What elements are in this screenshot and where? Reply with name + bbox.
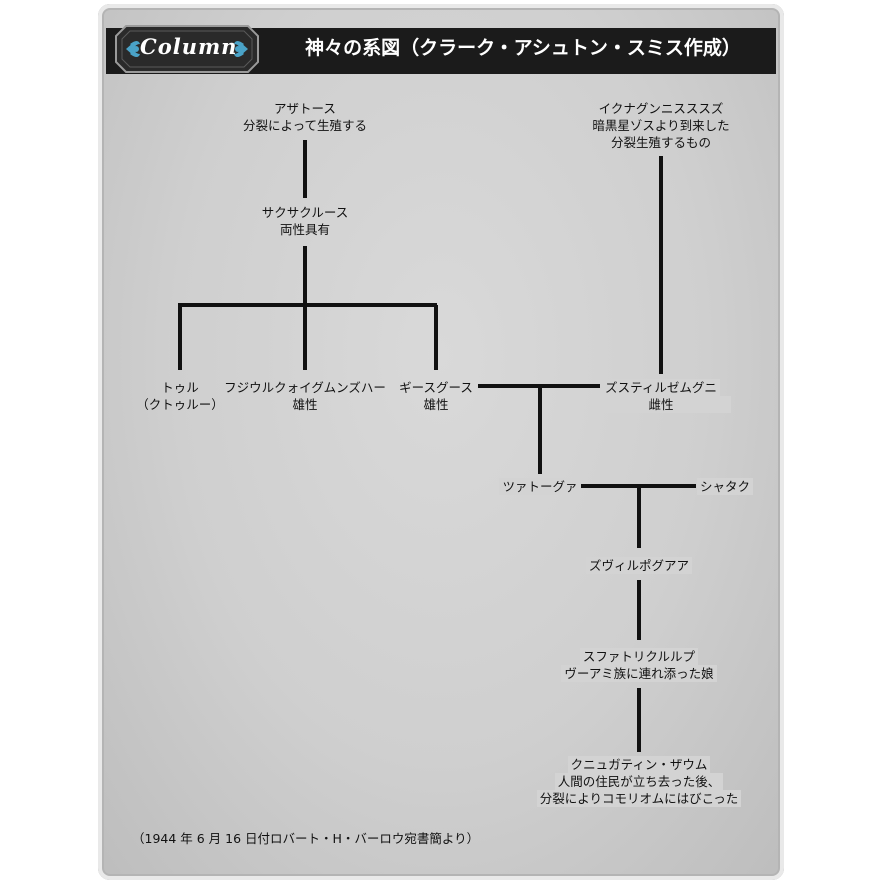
- fleur-right-icon: [234, 41, 248, 57]
- node-name: イクナグンニスススズ: [598, 101, 724, 116]
- node-name: ズスティルゼムグニ: [602, 379, 720, 396]
- node-name: ズヴィルポグアア: [585, 557, 692, 574]
- node-name: トゥル: [161, 380, 199, 395]
- node-cthulhu: トゥル （クトゥルー）: [130, 379, 230, 413]
- node-shathak: シャタク: [690, 478, 760, 495]
- node-zstylzhemgni: ズスティルゼムグニ 雌性: [591, 379, 731, 413]
- column-label: Column: [140, 34, 238, 59]
- node-name: ツァトーグァ: [499, 478, 581, 495]
- node-name: シャタク: [696, 478, 753, 495]
- node-ycnagnnisssz: イクナグンニスススズ 暗黒星ゾスより到来した 分裂生殖するもの: [576, 100, 746, 151]
- node-desc: 分裂生殖するもの: [610, 135, 711, 150]
- node-desc: （クトゥルー）: [136, 397, 224, 412]
- node-desc: 暗黒星ゾスより到来した: [592, 118, 730, 133]
- node-desc: 雄性: [292, 397, 318, 412]
- fleur-left-icon: [126, 41, 140, 57]
- node-name: クニュガティン・ザウム: [567, 756, 711, 773]
- node-desc: ヴーアミ族に連れ添った娘: [561, 665, 717, 682]
- column-badge: [115, 25, 259, 73]
- node-desc: 人間の住民が立ち去った後、: [554, 773, 724, 790]
- node-desc: 分裂によって生殖する: [242, 118, 367, 133]
- node-zvilpogghua: ズヴィルポグアア: [579, 557, 699, 574]
- node-knygathin: クニュガティン・ザウム 人間の住民が立ち去った後、 分裂によりコモリオムにはびこ…: [524, 756, 754, 807]
- diagram-panel: [98, 4, 784, 880]
- node-name: ギースグース: [399, 380, 473, 395]
- node-name: フジウルクォイグムンズハー: [224, 380, 386, 395]
- node-desc: 雄性: [423, 397, 449, 412]
- node-name: サクサクルース: [261, 205, 349, 220]
- node-azathoth: アザトース 分裂によって生殖する: [225, 100, 385, 134]
- node-desc: 雌性: [591, 396, 731, 413]
- page-title: 神々の系図（クラーク・アシュトン・スミス作成）: [305, 37, 741, 59]
- node-hziulquoigmnzhah: フジウルクォイグムンズハー 雄性: [215, 379, 395, 413]
- node-sfatlicllp: スファトリクルルプ ヴーアミ族に連れ添った娘: [544, 648, 734, 682]
- node-cxaxukluth: サクサクルース 両性具有: [235, 204, 375, 238]
- source-note: （1944 年 6 月 16 日付ロバート・H・バーロウ宛書簡より）: [132, 831, 480, 846]
- node-tsathoggua: ツァトーグァ: [490, 478, 590, 495]
- node-name: スファトリクルルプ: [579, 648, 699, 665]
- node-desc: 分裂によりコモリオムにはびこった: [536, 790, 742, 807]
- node-ghisguth: ギースグース 雄性: [386, 379, 486, 413]
- node-desc: 両性具有: [279, 222, 330, 237]
- node-name: アザトース: [274, 101, 336, 116]
